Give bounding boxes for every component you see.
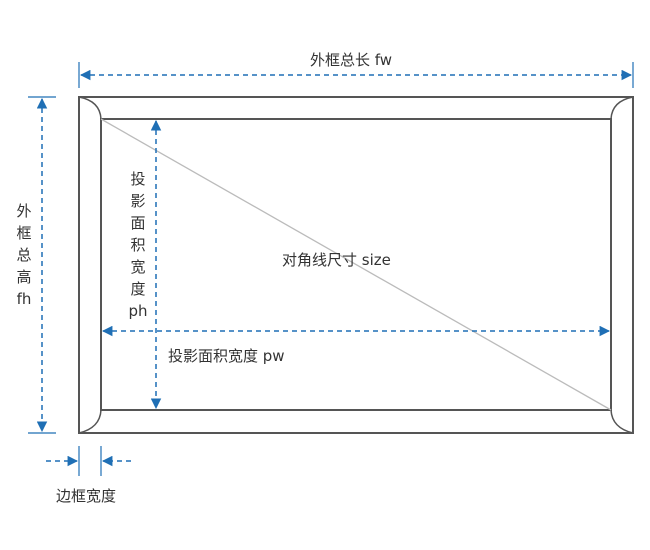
frame-total-length-label: 外框总长 fw: [310, 51, 393, 69]
bevel-bottom-left: [78, 409, 102, 434]
border-width-label: 边框宽度: [56, 487, 117, 505]
diagonal-line: [100, 118, 612, 411]
bevel-bottom-right: [610, 409, 634, 434]
inner-screen: [100, 118, 612, 411]
diagonal-size-label: 对角线尺寸 size: [282, 251, 391, 269]
projection-width-label: 投影面积宽度 pw: [168, 347, 285, 365]
projection-height-label: 投 影 面 积 宽 度 ph: [128, 170, 148, 320]
bevel-top-left: [78, 96, 102, 120]
frame-total-height-label: 外 框 总 高 fh: [16, 202, 32, 308]
bevel-top-right: [610, 96, 634, 120]
outer-frame: [78, 96, 634, 434]
